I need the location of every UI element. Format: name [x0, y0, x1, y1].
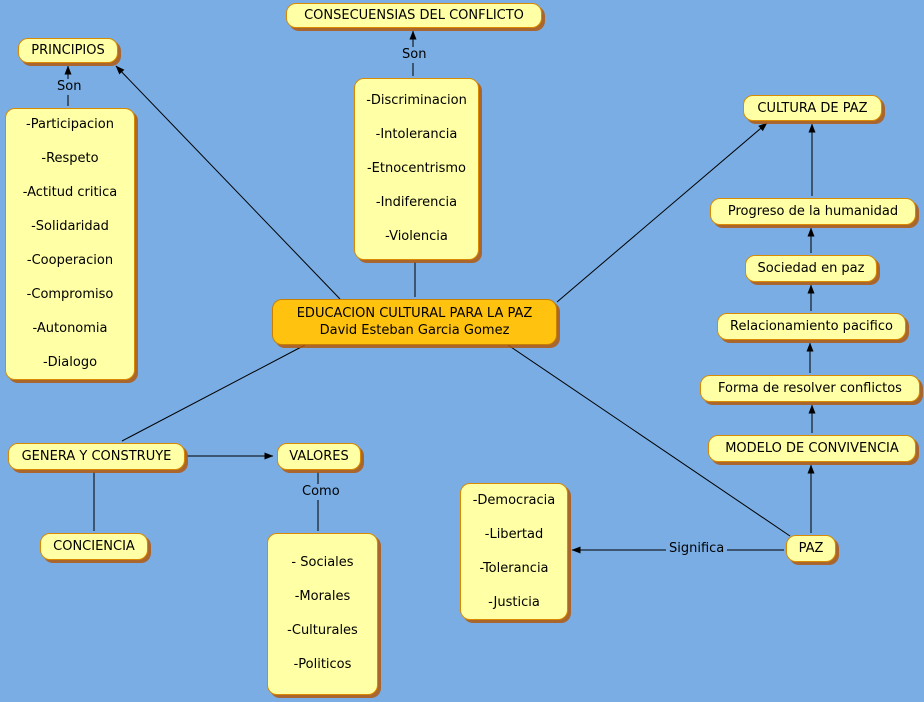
edge-center-genera	[121, 344, 306, 442]
edge-center-paz	[507, 344, 791, 537]
edge-center-principios	[115, 65, 341, 300]
node-sociedad-en-paz[interactable]: Sociedad en paz	[745, 255, 877, 282]
list-item: -Democracia	[472, 492, 556, 508]
node-progreso[interactable]: Progreso de la humanidad	[710, 198, 916, 225]
node-consequences[interactable]: CONSECUENSIAS DEL CONFLICTO	[286, 3, 542, 28]
list-item: -Discriminacion	[366, 93, 467, 108]
node-paz-meanings-list[interactable]: -Democracia -Libertad -Tolerancia -Justi…	[460, 483, 568, 620]
center-topic-author: David Esteban Garcia Gomez	[319, 323, 510, 338]
node-modelo-convivencia[interactable]: MODELO DE CONVIVENCIA	[708, 435, 916, 462]
node-center-topic[interactable]: EDUCACION CULTURAL PARA LA PAZ David Est…	[272, 299, 557, 345]
node-cultura-de-paz[interactable]: CULTURA DE PAZ	[743, 95, 882, 121]
link-label-como: Como	[299, 484, 343, 500]
list-item: -Politicos	[293, 657, 352, 672]
edge-center-cultura	[556, 122, 768, 303]
node-paz[interactable]: PAZ	[786, 535, 836, 562]
list-item: -Culturales	[287, 623, 358, 638]
list-item: -Violencia	[385, 229, 448, 244]
node-forma-resolver[interactable]: Forma de resolver conflictos	[700, 375, 920, 402]
list-item: -Solidaridad	[31, 219, 109, 234]
list-item: -Dialogo	[42, 355, 98, 370]
list-item: -Compromiso	[26, 287, 114, 302]
node-valores[interactable]: VALORES	[277, 443, 361, 470]
list-item: -Autonomia	[32, 321, 108, 336]
list-item: -Cooperacion	[26, 253, 114, 268]
list-item: -Participacion	[26, 117, 114, 132]
center-topic-title: EDUCACION CULTURAL PARA LA PAZ	[296, 306, 533, 321]
node-genera-y-construye[interactable]: GENERA Y CONSTRUYE	[8, 443, 185, 470]
list-item: -Indiferencia	[375, 195, 458, 210]
list-item: -Justicia	[488, 594, 540, 610]
link-label-son-principios: Son	[54, 79, 85, 95]
node-principios[interactable]: PRINCIPIOS	[18, 38, 118, 63]
list-item: -Etnocentrismo	[366, 161, 467, 176]
node-principles-list[interactable]: -Participacion -Respeto -Actitud critica…	[5, 108, 135, 380]
list-item: - Sociales	[291, 555, 354, 570]
node-conciencia[interactable]: CONCIENCIA	[40, 533, 148, 560]
node-conflict-consequences-list[interactable]: -Discriminacion -Intolerancia -Etnocentr…	[354, 78, 479, 260]
link-label-son-consequences: Son	[399, 47, 430, 63]
node-relacionamiento[interactable]: Relacionamiento pacifico	[717, 313, 906, 340]
list-item: -Intolerancia	[375, 127, 458, 142]
link-label-significa: Significa	[666, 541, 728, 557]
list-item: -Libertad	[484, 526, 544, 542]
node-values-list[interactable]: - Sociales -Morales -Culturales -Politic…	[267, 533, 378, 695]
list-item: -Tolerancia	[479, 560, 549, 576]
list-item: -Respeto	[41, 151, 99, 166]
list-item: -Actitud critica	[22, 185, 118, 200]
list-item: -Morales	[294, 589, 351, 604]
